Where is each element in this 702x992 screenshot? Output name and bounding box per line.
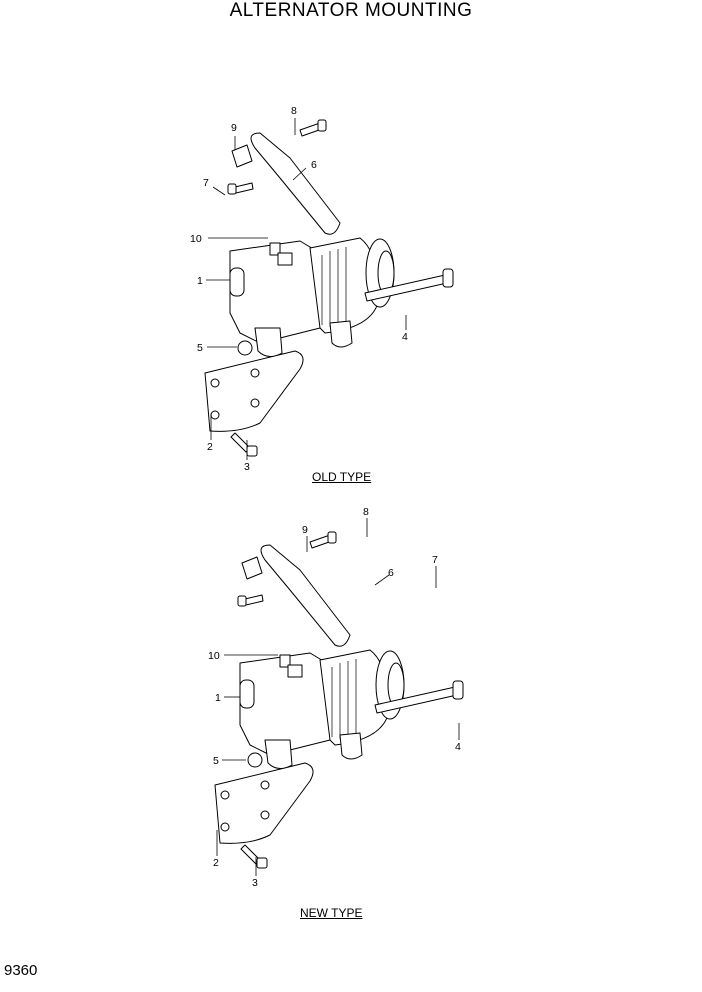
new-type-caption: NEW TYPE <box>300 906 363 920</box>
callout-10: 10 <box>208 650 220 662</box>
callout-4: 4 <box>455 741 461 753</box>
new-type-assembly: 1 2 3 4 5 6 7 8 9 10 <box>208 506 464 889</box>
callout-6: 6 <box>388 567 394 579</box>
callout-2: 2 <box>207 441 213 453</box>
page-number: 9360 <box>4 962 38 979</box>
callout-3: 3 <box>244 461 250 473</box>
callout-8: 8 <box>291 105 297 117</box>
callout-7: 7 <box>432 554 438 566</box>
callout-5: 5 <box>213 755 219 767</box>
callout-2: 2 <box>213 857 219 869</box>
old-type-caption: OLD TYPE <box>312 470 372 484</box>
callout-6: 6 <box>311 159 317 171</box>
callout-5: 5 <box>197 342 203 354</box>
callout-4: 4 <box>402 331 408 343</box>
callout-3: 3 <box>252 877 258 889</box>
callout-8: 8 <box>363 506 369 518</box>
callout-9: 9 <box>231 122 237 134</box>
page-title: ALTERNATOR MOUNTING <box>229 0 473 21</box>
old-type-assembly: 1 2 3 4 5 6 7 8 9 10 <box>190 105 454 473</box>
callout-1: 1 <box>215 692 221 704</box>
callout-9: 9 <box>302 524 308 536</box>
callout-10: 10 <box>190 233 202 245</box>
callout-1: 1 <box>197 275 203 287</box>
callout-7: 7 <box>203 177 209 189</box>
